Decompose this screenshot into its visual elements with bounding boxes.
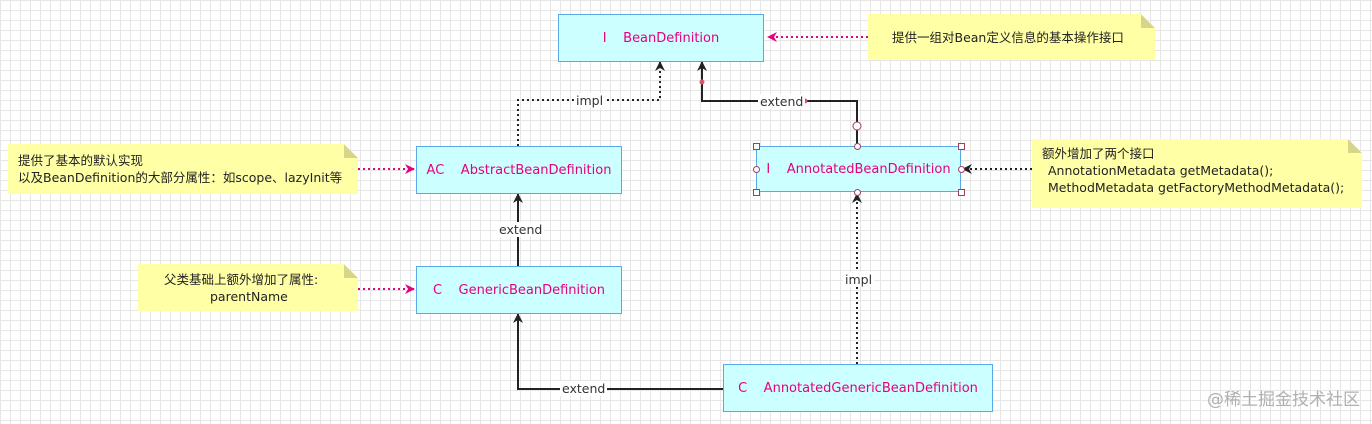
note-text-line2: AnnotationMetadata getMetadata();: [1048, 163, 1274, 178]
node-annotated-generic-bean-definition[interactable]: C AnnotatedGenericBeanDefinition: [723, 364, 993, 412]
selection-handle[interactable]: [958, 166, 965, 173]
selection-handle[interactable]: [854, 143, 861, 150]
note-annotated-bean-definition[interactable]: 额外增加了两个接口 AnnotationMetadata getMetadata…: [1032, 139, 1362, 208]
selection-handle[interactable]: [753, 143, 760, 150]
selection-handle[interactable]: [753, 166, 760, 173]
node-bean-definition[interactable]: I BeanDefinition: [558, 14, 764, 62]
edge-handle-circle: [852, 121, 862, 131]
note-bean-definition[interactable]: 提供一组对Bean定义信息的基本操作接口: [868, 14, 1155, 60]
selection-handle[interactable]: [958, 189, 965, 196]
note-text: 提供一组对Bean定义信息的基本操作接口: [892, 30, 1124, 45]
selection-handle[interactable]: [958, 143, 965, 150]
node-annotated-bean-definition[interactable]: I AnnotatedBeanDefinition: [756, 146, 961, 192]
watermark: @稀土掘金技术社区: [1207, 390, 1360, 410]
note-text-line1: 额外增加了两个接口: [1042, 146, 1155, 161]
edge-label-impl: impl: [843, 272, 875, 287]
note-text-line2: parentName: [210, 289, 288, 304]
edge-label-extend: extend: [560, 381, 608, 396]
note-text-line3: MethodMetadata getFactoryMethodMetadata(…: [1048, 180, 1345, 195]
edge-label-extend: extend: [758, 94, 806, 109]
node-abstract-bean-definition[interactable]: AC AbstractBeanDefinition: [416, 146, 622, 194]
edge-annotatedgeneric-extend-generic[interactable]: [513, 313, 723, 390]
selection-handle[interactable]: [854, 189, 861, 196]
edge-label-extend: extend: [497, 222, 545, 237]
selection-handle[interactable]: [753, 189, 760, 196]
edge-label-impl: impl: [574, 93, 606, 108]
edge-handle-dot: [699, 79, 705, 85]
note-abstract-bean-definition[interactable]: 提供了基本的默认实现 以及BeanDefinition的大部分属性：如scope…: [8, 144, 358, 194]
note-generic-bean-definition[interactable]: 父类基础上额外增加了属性: parentName: [138, 264, 358, 311]
note-text-line1: 父类基础上额外增加了属性:: [164, 272, 319, 287]
note-text-line2: 以及BeanDefinition的大部分属性：如scope、lazyInit等: [18, 170, 343, 185]
node-generic-bean-definition[interactable]: C GenericBeanDefinition: [416, 266, 622, 314]
note-text-line1: 提供了基本的默认实现: [18, 153, 144, 168]
